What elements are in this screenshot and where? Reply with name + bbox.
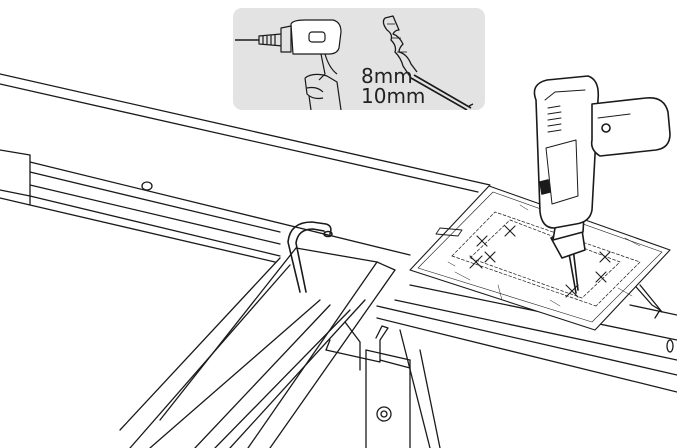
bit-size-8mm: 8mm xyxy=(361,64,413,88)
leg-bracket xyxy=(325,321,441,448)
drill-tool-card xyxy=(233,8,367,110)
drill-bit-tool-card: 8mm 10mm xyxy=(351,8,485,110)
cross-beam xyxy=(119,247,396,448)
clamp xyxy=(287,221,333,293)
drill-bit-icon xyxy=(382,15,474,110)
bit-size-10mm: 10mm xyxy=(361,84,426,108)
power-drill-icon xyxy=(533,75,671,294)
right-leg xyxy=(629,279,663,319)
frame-beam xyxy=(0,73,677,393)
drill-template xyxy=(409,185,671,331)
power-drill-icon xyxy=(235,19,342,110)
